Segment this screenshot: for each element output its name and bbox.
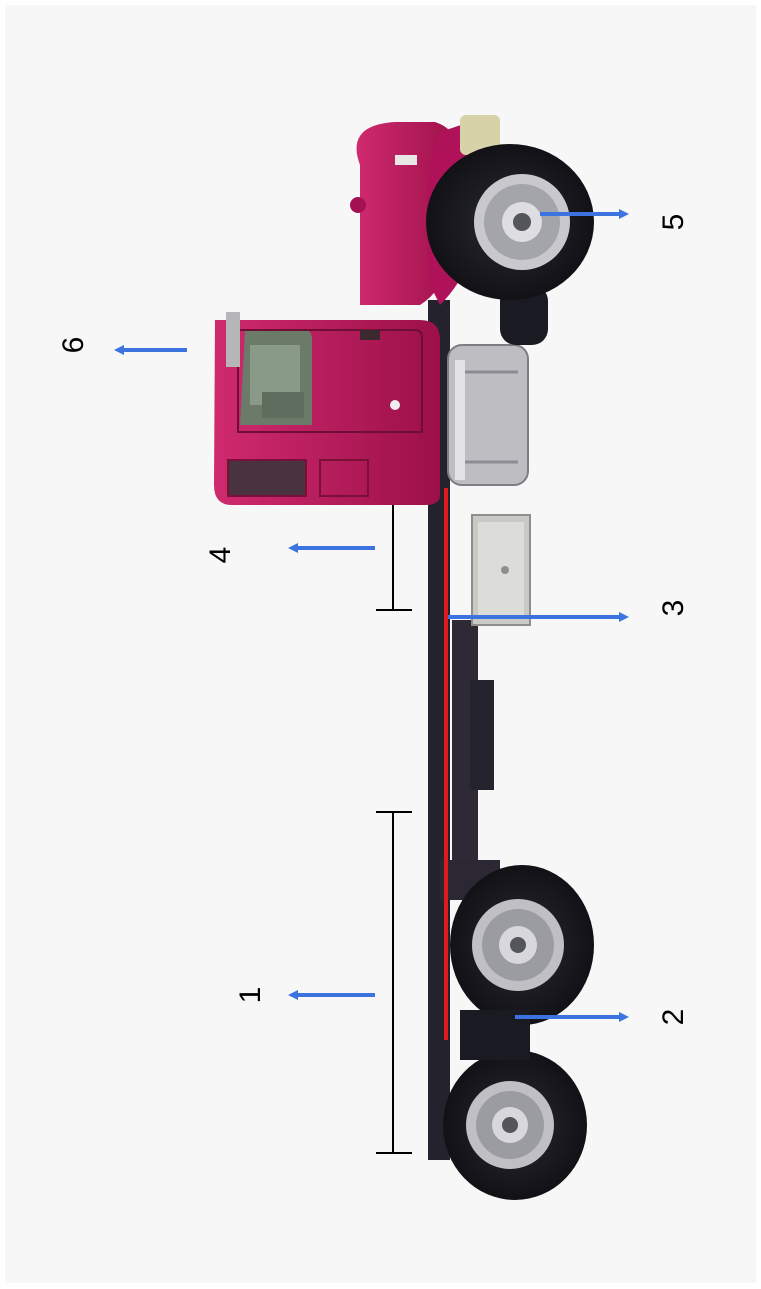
callout-5: 5 bbox=[657, 214, 690, 231]
bracket-1 bbox=[376, 811, 412, 1154]
rear-axle-1 bbox=[443, 1050, 587, 1200]
callout-2: 2 bbox=[657, 1009, 690, 1026]
callout-4: 4 bbox=[204, 547, 237, 564]
truck-cab bbox=[214, 312, 440, 505]
fuel-tank bbox=[447, 344, 529, 486]
callout-6: 6 bbox=[57, 337, 90, 354]
callout-1: 1 bbox=[234, 987, 267, 1004]
bracket-4 bbox=[376, 505, 412, 611]
battery-box bbox=[471, 514, 531, 626]
front-wheel bbox=[426, 144, 594, 345]
rear-axle-2 bbox=[450, 865, 594, 1060]
callout-3: 3 bbox=[657, 600, 690, 617]
